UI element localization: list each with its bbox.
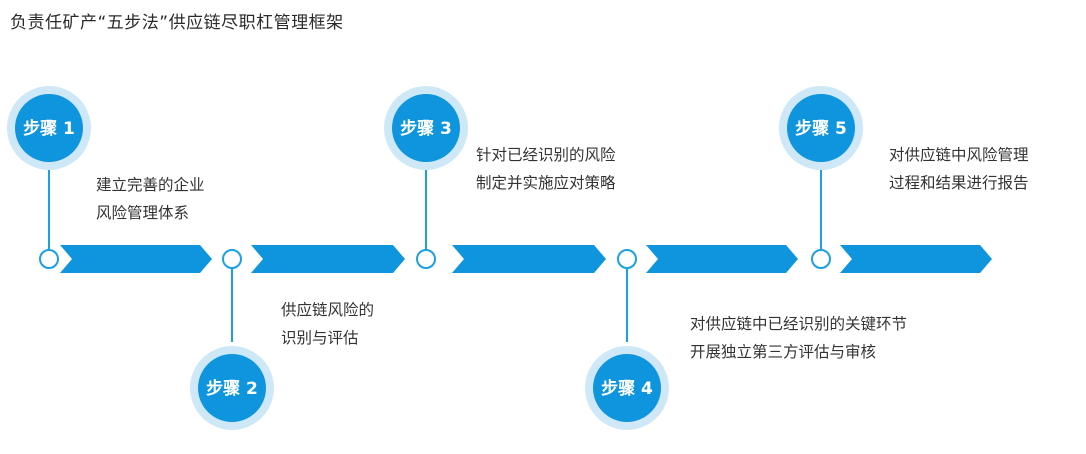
connector-lines xyxy=(48,168,822,342)
step-description-line: 对供应链中已经识别的关键环节 xyxy=(690,315,908,333)
track-node-2 xyxy=(222,249,242,269)
arrow-segment-4 xyxy=(646,245,798,273)
step-badge-1: 步骤 1 xyxy=(7,86,91,170)
step-description-line: 制定并实施应对策略 xyxy=(476,174,616,192)
step-description-line: 过程和结果进行报告 xyxy=(889,174,1029,192)
track-node-5 xyxy=(811,249,831,269)
step-label-2: 步骤 2 xyxy=(206,378,258,399)
step-badge-core xyxy=(392,94,460,162)
step-description-4: 对供应链中已经识别的关键环节 开展独立第三方评估与审核 xyxy=(690,310,907,366)
step-badge-5: 步骤 5 xyxy=(779,86,863,170)
track-node-3 xyxy=(416,249,436,269)
arrow-segment-3 xyxy=(452,245,606,273)
step-badge-4: 步骤 4 xyxy=(585,346,669,430)
step-badge-core xyxy=(198,354,266,422)
track-nodes xyxy=(39,249,831,269)
step-label-4: 步骤 4 xyxy=(601,378,653,399)
step-label-5: 步骤 5 xyxy=(795,118,847,139)
arrow-segment-5 xyxy=(840,245,992,273)
step-description-line: 风险管理体系 xyxy=(96,204,190,222)
step-description-line: 针对已经识别的风险 xyxy=(476,146,616,164)
step-description-line: 对供应链中风险管理 xyxy=(889,146,1029,164)
arrow-track xyxy=(60,245,992,273)
step-label-1: 步骤 1 xyxy=(23,118,75,139)
step-description-2: 供应链风险的 识别与评估 xyxy=(281,296,374,352)
step-description-line: 识别与评估 xyxy=(281,329,359,347)
step-badge-core xyxy=(593,354,661,422)
step-label-3: 步骤 3 xyxy=(400,118,452,139)
step-description-1: 建立完善的企业 风险管理体系 xyxy=(96,171,205,227)
step-description-3: 针对已经识别的风险 制定并实施应对策略 xyxy=(476,141,616,197)
step-badge-core xyxy=(15,94,83,162)
step-badge-2: 步骤 2 xyxy=(190,346,274,430)
step-description-line: 供应链风险的 xyxy=(281,301,375,319)
track-node-4 xyxy=(617,249,637,269)
step-badge-core xyxy=(787,94,855,162)
track-node-1 xyxy=(39,249,59,269)
step-description-line: 建立完善的企业 xyxy=(96,176,205,194)
arrow-segment-1 xyxy=(60,245,212,273)
step-description-line: 开展独立第三方评估与审核 xyxy=(690,343,877,361)
arrow-segment-2 xyxy=(251,245,405,273)
step-description-5: 对供应链中风险管理 过程和结果进行报告 xyxy=(889,141,1029,197)
step-badge-3: 步骤 3 xyxy=(384,86,468,170)
diagram-title: 负责任矿产“五步法”供应链尽职杠管理框架 xyxy=(10,13,344,33)
